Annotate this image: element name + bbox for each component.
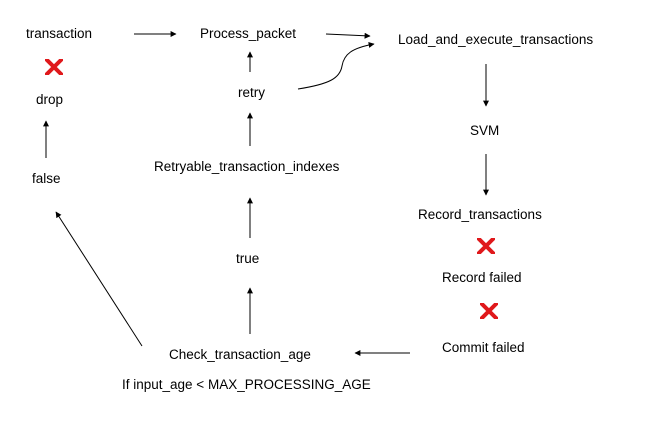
node-retryable-transaction-indexes: Retryable_transaction_indexes [154, 159, 340, 174]
node-record-failed: Record failed [442, 270, 522, 285]
arrow-check-to-false [55, 211, 143, 347]
node-record-transactions: Record_transactions [418, 207, 542, 222]
arrow-process-packet-to-load-execute [325, 32, 371, 39]
node-process-packet: Process_packet [200, 26, 297, 41]
condition-label: If input_age < MAX_PROCESSING_AGE [122, 377, 371, 392]
node-load-and-execute-transactions: Load_and_execute_transactions [398, 32, 594, 47]
drop-fail-x-icon [45, 59, 63, 75]
node-retry: retry [238, 85, 265, 100]
node-drop: drop [36, 92, 64, 107]
node-check-transaction-age: Check_transaction_age [169, 347, 311, 362]
node-svm: SVM [470, 123, 500, 138]
node-false: false [32, 171, 61, 186]
node-transaction: transaction [26, 26, 93, 41]
record-fail-x-icon [477, 238, 495, 254]
node-commit-failed: Commit failed [442, 340, 525, 355]
arrow-retry-to-load-execute [297, 42, 375, 90]
node-true: true [236, 251, 260, 266]
commit-fail-x-icon [480, 303, 498, 319]
